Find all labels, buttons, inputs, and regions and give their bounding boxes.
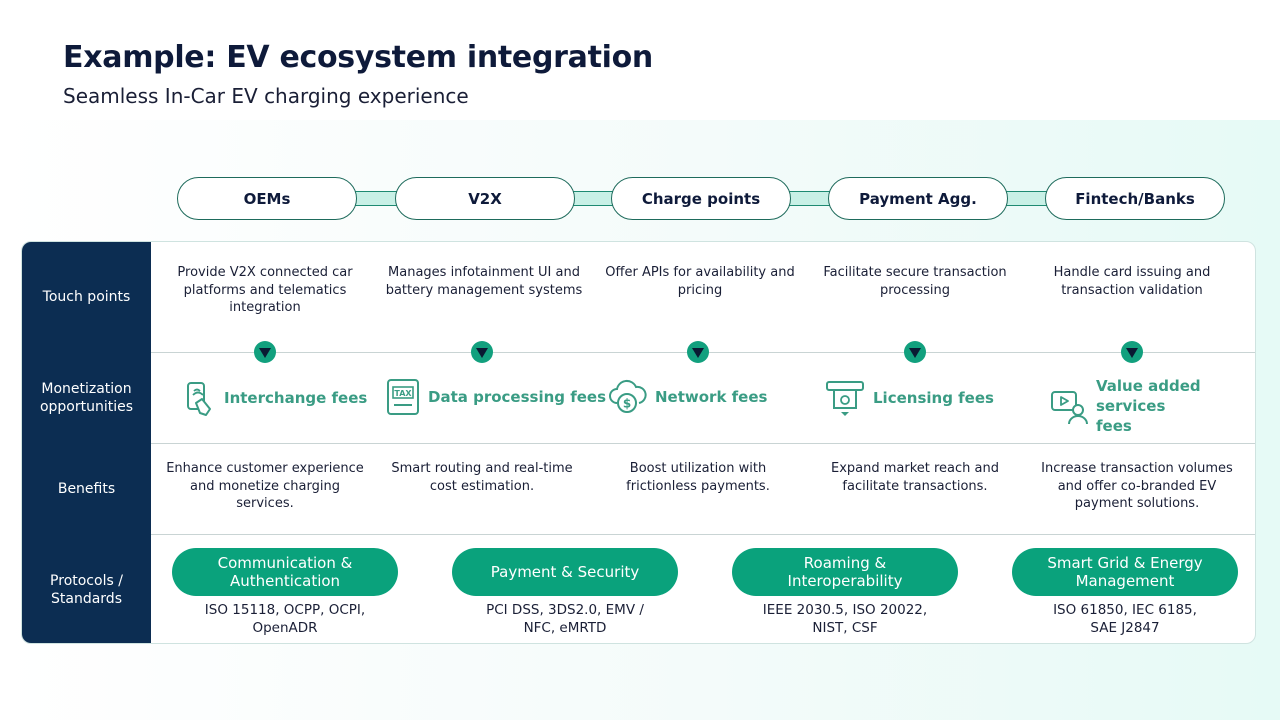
- down-arrow-icon: [1121, 341, 1143, 363]
- integration-table: Touch points Monetization opportunities …: [21, 241, 1256, 644]
- page-title: Example: EV ecosystem integration: [63, 40, 653, 75]
- row-label-monetization: Monetization opportunities: [39, 381, 134, 415]
- benefit-payment-agg: Expand market reach and facilitate trans…: [830, 461, 1000, 494]
- monetization-item: TAX Data processing fees: [386, 378, 606, 416]
- monetization-item: Value added services fees: [1050, 376, 1206, 436]
- down-arrow-icon: [904, 341, 926, 363]
- benefit-charge-points: Boost utilization with frictionless paym…: [626, 461, 770, 494]
- monetization-label: Data processing fees: [428, 388, 607, 406]
- video-user-icon: [1051, 391, 1088, 425]
- down-arrow-icon: [471, 341, 493, 363]
- monetization-item: $ Network fees: [607, 379, 767, 415]
- protocol-category: Roaming & Interoperability: [732, 548, 958, 596]
- cloud-dollar-icon: $: [609, 379, 647, 413]
- touch-point-v2x: Manages infotainment UI and battery mana…: [385, 265, 583, 298]
- protocol-category: Payment & Security: [452, 548, 678, 596]
- down-arrow-icon: [254, 341, 276, 363]
- protocol-standards: PCI DSS, 3DS2.0, EMV / NFC, eMRTD: [486, 602, 644, 636]
- touch-point-charge-points: Offer APIs for availability and pricing: [605, 265, 795, 298]
- monetization-item: Licensing fees: [825, 378, 994, 418]
- monetization-label: Licensing fees: [873, 389, 994, 407]
- row-divider: [151, 534, 1255, 535]
- protocol-standards: ISO 61850, IEC 6185, SAE J2847: [1053, 602, 1197, 636]
- chain-node-fintech-banks: Fintech/Banks: [1045, 177, 1225, 220]
- row-divider: [151, 443, 1255, 444]
- row-label-touch-points: Touch points: [42, 289, 131, 305]
- touch-point-oems: Provide V2X connected car platforms and …: [177, 265, 353, 315]
- monetization-item: Interchange fees: [184, 379, 367, 417]
- benefit-oems: Enhance customer experience and monetize…: [166, 461, 364, 511]
- card-terminal-icon: [826, 381, 864, 416]
- monetization-label: Value added services fees: [1096, 377, 1201, 435]
- svg-text:$: $: [623, 397, 631, 411]
- protocol-category: Communication & Authentication: [172, 548, 398, 596]
- monetization-label: Interchange fees: [224, 389, 368, 407]
- monetization-label: Network fees: [655, 388, 768, 406]
- protocol-standards: IEEE 2030.5, ISO 20022, NIST, CSF: [762, 602, 928, 636]
- chain-node-charge-points: Charge points: [611, 177, 791, 220]
- row-label-protocols: Protocols / Standards: [50, 572, 123, 607]
- protocol-standards: ISO 15118, OCPP, OCPI, OpenADR: [204, 602, 366, 636]
- tax-document-icon: TAX: [387, 379, 419, 415]
- touch-point-payment-agg: Facilitate secure transaction processing: [823, 265, 1007, 298]
- benefit-v2x: Smart routing and real-time cost estimat…: [391, 461, 573, 494]
- card-tap-icon: [187, 382, 211, 416]
- benefit-fintech: Increase transaction volumes and offer c…: [1041, 461, 1233, 511]
- row-label-column: Touch points Monetization opportunities …: [22, 242, 151, 643]
- svg-text:TAX: TAX: [394, 389, 412, 398]
- chain-node-v2x: V2X: [395, 177, 575, 220]
- touch-point-fintech: Handle card issuing and transaction vali…: [1053, 265, 1211, 298]
- header-band: [0, 0, 1280, 120]
- chain-node-oems: OEMs: [177, 177, 357, 220]
- row-label-benefits: Benefits: [57, 481, 116, 497]
- down-arrow-icon: [687, 341, 709, 363]
- chain-node-payment-agg: Payment Agg.: [828, 177, 1008, 220]
- page-subtitle: Seamless In-Car EV charging experience: [63, 84, 469, 108]
- protocol-category: Smart Grid & Energy Management: [1012, 548, 1238, 596]
